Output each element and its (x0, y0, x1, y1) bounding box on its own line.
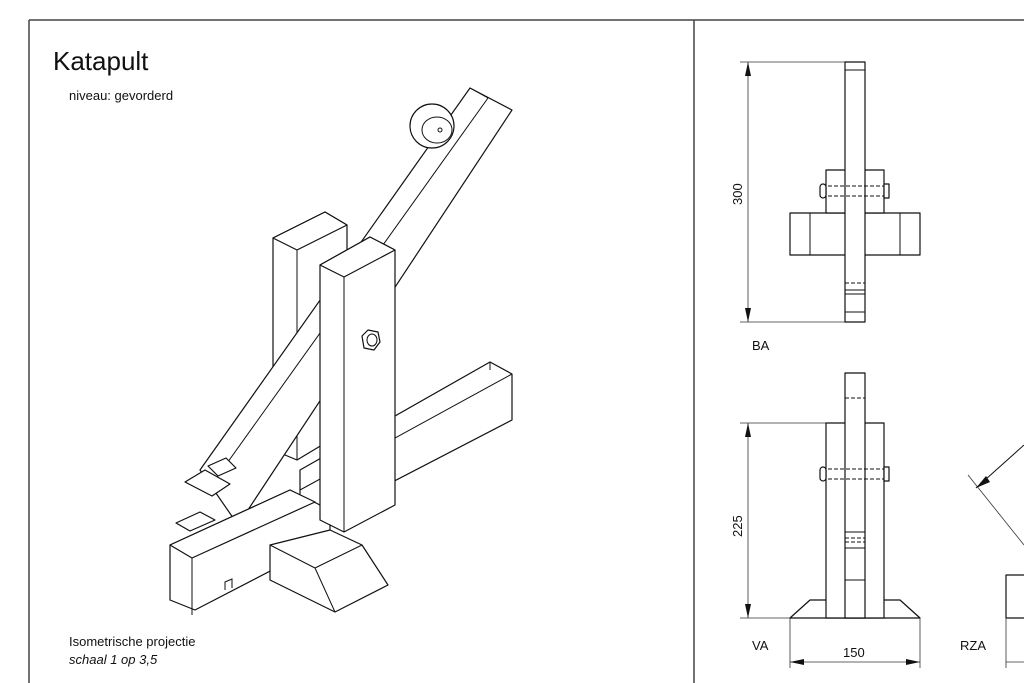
projection-label: Isometrische projectie (69, 634, 195, 649)
scale-label: schaal 1 op 3,5 (69, 652, 158, 667)
isometric-catapult (169, 87, 513, 615)
view-label-va: VA (752, 638, 769, 653)
front-upright (319, 236, 396, 533)
view-label-ba: BA (752, 338, 770, 353)
wedge-block (269, 529, 389, 613)
front-view-va: 225 150 VA (730, 372, 921, 668)
dimension-300: 300 (730, 183, 745, 205)
side-view-rza: RZA (960, 444, 1024, 668)
top-view-ba: 300 BA (730, 61, 921, 353)
ball-cup (409, 103, 455, 149)
dimension-150: 150 (843, 645, 865, 660)
base-beam (169, 489, 331, 615)
dimension-225: 225 (730, 515, 745, 537)
view-label-rza: RZA (960, 638, 986, 653)
drawing-frame (28, 19, 1024, 683)
difficulty-level: niveau: gevorderd (69, 88, 173, 103)
nut-icon (361, 329, 381, 351)
page-title: Katapult (53, 46, 149, 76)
